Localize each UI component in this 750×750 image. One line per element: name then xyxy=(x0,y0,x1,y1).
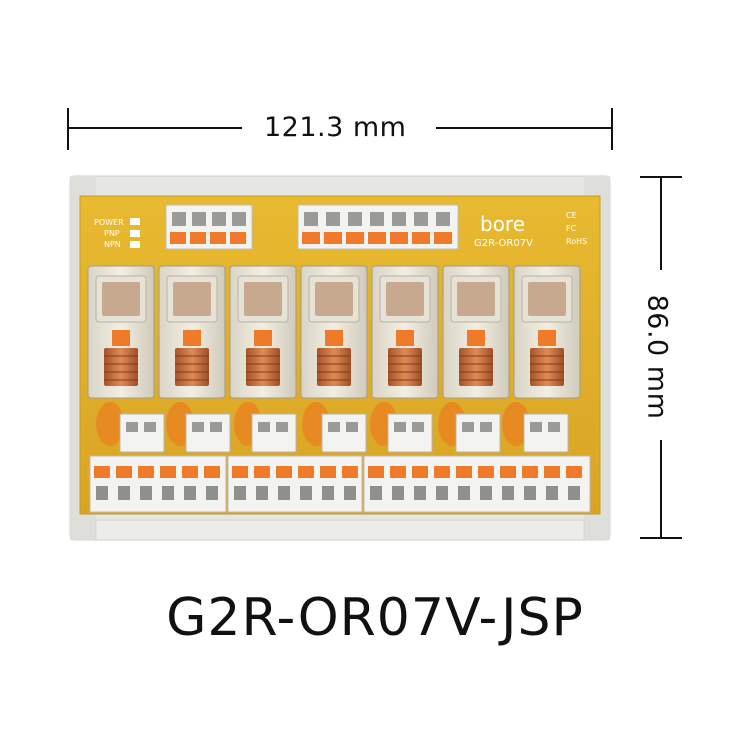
bottom-terminal-levers xyxy=(94,466,582,478)
npn-switch xyxy=(130,241,140,248)
top-terminal-block-left xyxy=(165,204,253,250)
relay-3 xyxy=(229,265,297,399)
brand-logo-text: bore xyxy=(480,212,525,236)
relay-7 xyxy=(513,265,581,399)
rohs-mark: RoHS xyxy=(566,237,587,246)
relay-6 xyxy=(442,265,510,399)
bottom-terminal-block-3 xyxy=(363,455,591,513)
rail-bottom-strip xyxy=(95,519,585,541)
product-model-title: G2R-OR07V-JSP xyxy=(166,588,584,648)
pnp-switch xyxy=(130,230,140,237)
indicator-label-power: POWER xyxy=(94,218,124,227)
indicator-label-pnp: PNP xyxy=(104,229,120,238)
bottom-terminal-block-1 xyxy=(89,455,227,513)
top-terminal-block-right xyxy=(297,204,459,250)
width-dimension-label: 121.3 mm xyxy=(264,112,407,143)
bottom-terminal-block-2 xyxy=(227,455,363,513)
indicator-label-npn: NPN xyxy=(104,240,121,249)
relay-row xyxy=(87,265,155,399)
relay-2 xyxy=(158,265,226,399)
ce-mark: CE xyxy=(566,211,577,220)
power-led xyxy=(130,218,140,225)
relay-4 xyxy=(300,265,368,399)
bottom-terminal-holes xyxy=(96,486,580,500)
board-model-label: G2R-OR07V xyxy=(474,238,533,249)
mid-connectors xyxy=(119,413,569,453)
fc-mark: FC xyxy=(566,224,577,233)
relay-5 xyxy=(371,265,439,399)
